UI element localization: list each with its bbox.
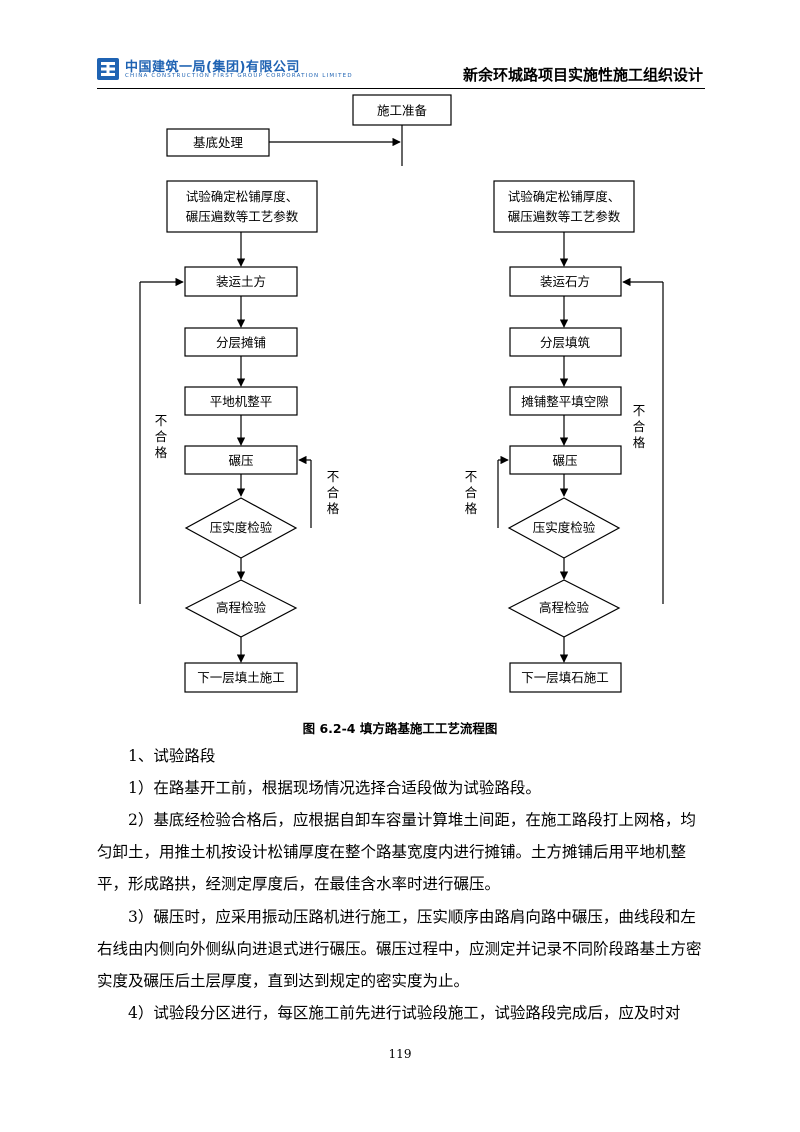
figure-caption: 图 6.2-4 填方路基施工工艺流程图 <box>302 721 498 736</box>
left-layer-label: 分层摊铺 <box>216 335 266 350</box>
left-next-box <box>184 662 298 693</box>
section-heading: 1、试验路段 <box>128 747 216 765</box>
right-compaction-check-label: 压实度检验 <box>533 520 596 535</box>
right-level-label: 摊铺整平填空隙 <box>521 394 609 409</box>
company-logo-icon <box>97 58 119 80</box>
paragraph-2: 2）基底经检验合格后，应根据自卸车容量计算堆土间距，在施工路段打上网格，均匀卸土… <box>97 811 696 893</box>
right-outer-fail-label: 不合格 <box>633 403 646 450</box>
right-elevation-check-label: 高程检验 <box>539 600 590 615</box>
right-trial-line2: 碾压遍数等工艺参数 <box>508 209 621 224</box>
step-prep-label: 施工准备 <box>377 103 428 118</box>
left-elevation-check-label: 高程检验 <box>216 600 267 615</box>
company-name-en: CHINA CONSTRUCTION FIRST GROUP CORPORATI… <box>125 73 353 79</box>
step-base-label: 基底处理 <box>193 135 244 150</box>
page-number: 119 <box>388 1047 412 1061</box>
right-next-label: 下一层填石施工 <box>521 670 609 685</box>
left-trial-line1: 试验确定松铺厚度、 <box>186 189 299 204</box>
right-next-box <box>509 662 622 693</box>
left-compact-label: 碾压 <box>228 453 253 468</box>
left-level-label: 平地机整平 <box>210 394 273 409</box>
company-name-cn: 中国建筑一局(集团)有限公司 <box>125 60 300 75</box>
right-compact-label: 碾压 <box>552 453 577 468</box>
header-divider <box>97 88 705 89</box>
right-trial-line1: 试验确定松铺厚度、 <box>508 189 621 204</box>
right-layer-box <box>509 327 622 357</box>
fill-subgrade-flowchart: 施工准备 基底处理 试验确定松铺厚度、 碾压遍数等工艺参数 装运土方 分层摊铺 … <box>139 94 664 693</box>
right-layer-label: 分层填筑 <box>540 335 591 350</box>
left-compaction-check-label: 压实度检验 <box>210 520 273 535</box>
right-inner-fail-label: 不合格 <box>465 469 478 516</box>
left-next-label: 下一层填土施工 <box>197 670 285 685</box>
right-load-box <box>509 266 622 297</box>
document-title: 新余环城路项目实施性施工组织设计 <box>462 66 703 84</box>
paragraph-3: 3）碾压时，应采用振动压路机进行施工，压实顺序由路肩向路中碾压，曲线段和左右线由… <box>97 908 702 990</box>
left-trial-box <box>166 180 318 233</box>
left-load-label: 装运土方 <box>216 274 266 289</box>
left-outer-fail-label: 不合格 <box>155 413 168 460</box>
left-trial-line2: 碾压遍数等工艺参数 <box>186 209 299 224</box>
right-load-label: 装运石方 <box>540 274 590 289</box>
paragraph-4: 4）试验段分区进行，每区施工前先进行试验段施工，试验路段完成后，应及时对 <box>128 1004 681 1022</box>
page-header: 中国建筑一局(集团)有限公司 CHINA CONSTRUCTION FIRST … <box>97 54 705 88</box>
left-inner-fail-label: 不合格 <box>327 469 340 516</box>
right-level-box <box>509 386 622 416</box>
right-compact-box <box>509 445 622 475</box>
paragraph-1: 1）在路基开工前，根据现场情况选择合适段做为试验路段。 <box>128 779 541 797</box>
